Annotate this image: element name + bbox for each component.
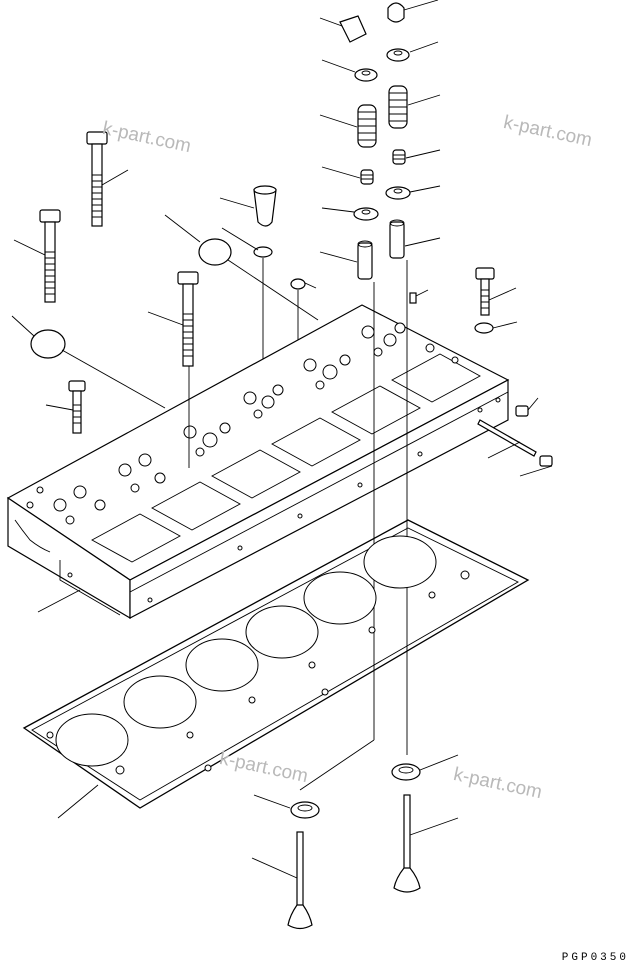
- stud-bolt-right: [475, 267, 517, 316]
- inner-spring-left: [321, 166, 374, 185]
- valve-spring-left: [319, 104, 377, 148]
- expansion-plug-2: [11, 315, 166, 409]
- valve-guide-left: [319, 240, 373, 280]
- valve-guide-right: [389, 219, 441, 259]
- cylinder-head-gasket: [22, 519, 530, 819]
- inner-spring-right: [392, 149, 441, 165]
- intake-valve: [251, 831, 313, 930]
- plug-right-2: [519, 455, 553, 477]
- spring-seat-right: [385, 185, 441, 200]
- short-bolt: [45, 380, 86, 434]
- small-dowel: [409, 289, 429, 304]
- tube: [477, 419, 537, 459]
- cylinder-head-bolt-3: [147, 271, 199, 367]
- expansion-plug-1: [164, 214, 319, 321]
- valve-spring-right: [388, 85, 441, 129]
- spring-seat-left: [321, 207, 379, 221]
- drawing-code: PGP0350: [561, 952, 629, 964]
- cylinder-head-bolt-2: [13, 209, 61, 303]
- cylinder-head-bolt-1: [86, 131, 129, 227]
- valve-cotter-right: [387, 0, 439, 23]
- washer-right: [474, 321, 518, 334]
- spring-retainer-left: [321, 59, 378, 82]
- spring-retainer-right: [386, 41, 439, 62]
- cylinder-head: [6, 304, 510, 620]
- plug-right-1: [515, 397, 539, 417]
- valve-stem-seal-left: [253, 794, 320, 819]
- valve-stem-seal-right: [391, 754, 459, 781]
- nozzle-sleeve: [219, 185, 277, 227]
- exhaust-valve: [393, 794, 459, 893]
- valve-cotter-left: [319, 15, 367, 43]
